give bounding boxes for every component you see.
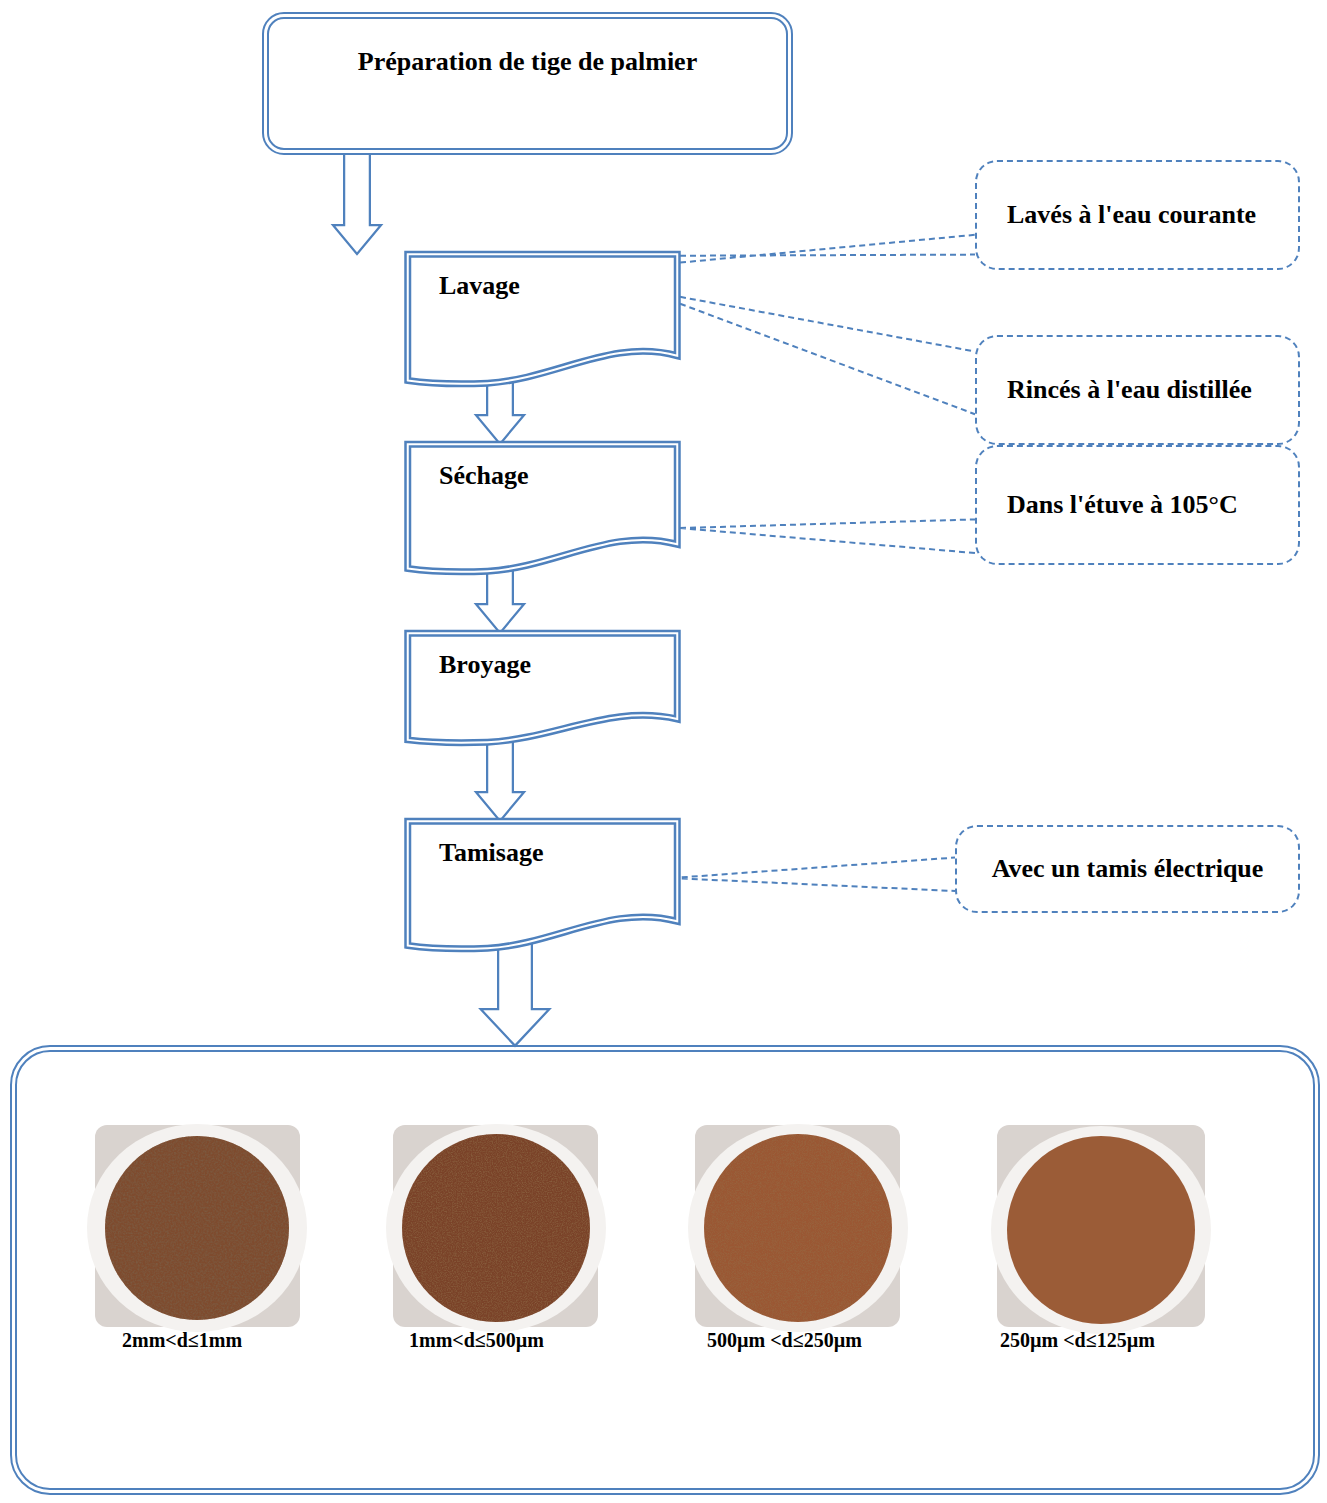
box-label: Préparation de tige de palmier — [269, 47, 786, 77]
result-box: 2mm<d≤1mm 1mm<d≤500µm 500µm <d≤250µm 250µm … — [10, 1045, 1320, 1495]
size-label: 1mm<d≤500µm — [409, 1329, 544, 1352]
box-label: Dans l'étuve à 105°C — [1007, 488, 1278, 522]
flow-arrow — [480, 378, 520, 441]
flow-arrow — [337, 143, 377, 251]
box-label: Avec un tamis électrique — [977, 852, 1278, 886]
leader-line — [680, 519, 975, 553]
flow-arrow — [485, 943, 545, 1043]
note-box: Dans l'étuve à 105°C — [975, 445, 1300, 565]
sample-photo — [991, 1125, 1211, 1334]
note-box: Rincés à l'eau distillée — [975, 335, 1300, 445]
leader-line — [672, 858, 955, 891]
box-label: Séchage — [439, 461, 529, 491]
process-box: Lavage — [405, 253, 680, 390]
sample-photo — [386, 1124, 606, 1332]
process-box: Tamisage — [405, 820, 680, 955]
document-shape — [405, 632, 680, 748]
leader-line — [680, 235, 975, 263]
box-label: Lavés à l'eau courante — [1007, 198, 1278, 232]
note-box: Lavés à l'eau courante — [975, 160, 1300, 270]
box-label: Tamisage — [439, 838, 544, 868]
box-label: Rincés à l'eau distillée — [1007, 373, 1278, 407]
box-label: Broyage — [439, 650, 531, 680]
size-label: 250µm <d≤125µm — [1000, 1329, 1155, 1352]
size-label: 500µm <d≤250µm — [707, 1329, 862, 1352]
flow-arrow — [480, 566, 520, 630]
leader-line — [680, 297, 975, 414]
process-box: Séchage — [405, 443, 680, 578]
sample-photo — [688, 1124, 908, 1332]
sample-photo — [87, 1124, 307, 1332]
title-box: Préparation de tige de palmier — [262, 12, 793, 155]
note-box: Avec un tamis électrique — [955, 825, 1300, 913]
size-label: 2mm<d≤1mm — [122, 1329, 242, 1352]
box-label: Lavage — [439, 271, 520, 301]
flow-arrow — [480, 736, 520, 818]
process-box: Broyage — [405, 632, 680, 748]
